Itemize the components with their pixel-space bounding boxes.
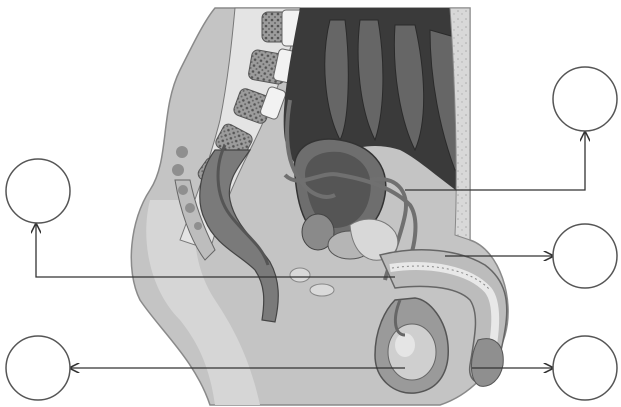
label-circle-upper-left bbox=[6, 159, 70, 223]
label-circle-lower-left bbox=[6, 336, 70, 400]
label-circle-upper-right bbox=[553, 67, 617, 131]
label-circle-lower-right bbox=[553, 336, 617, 400]
label-circle-middle-right bbox=[553, 224, 617, 288]
